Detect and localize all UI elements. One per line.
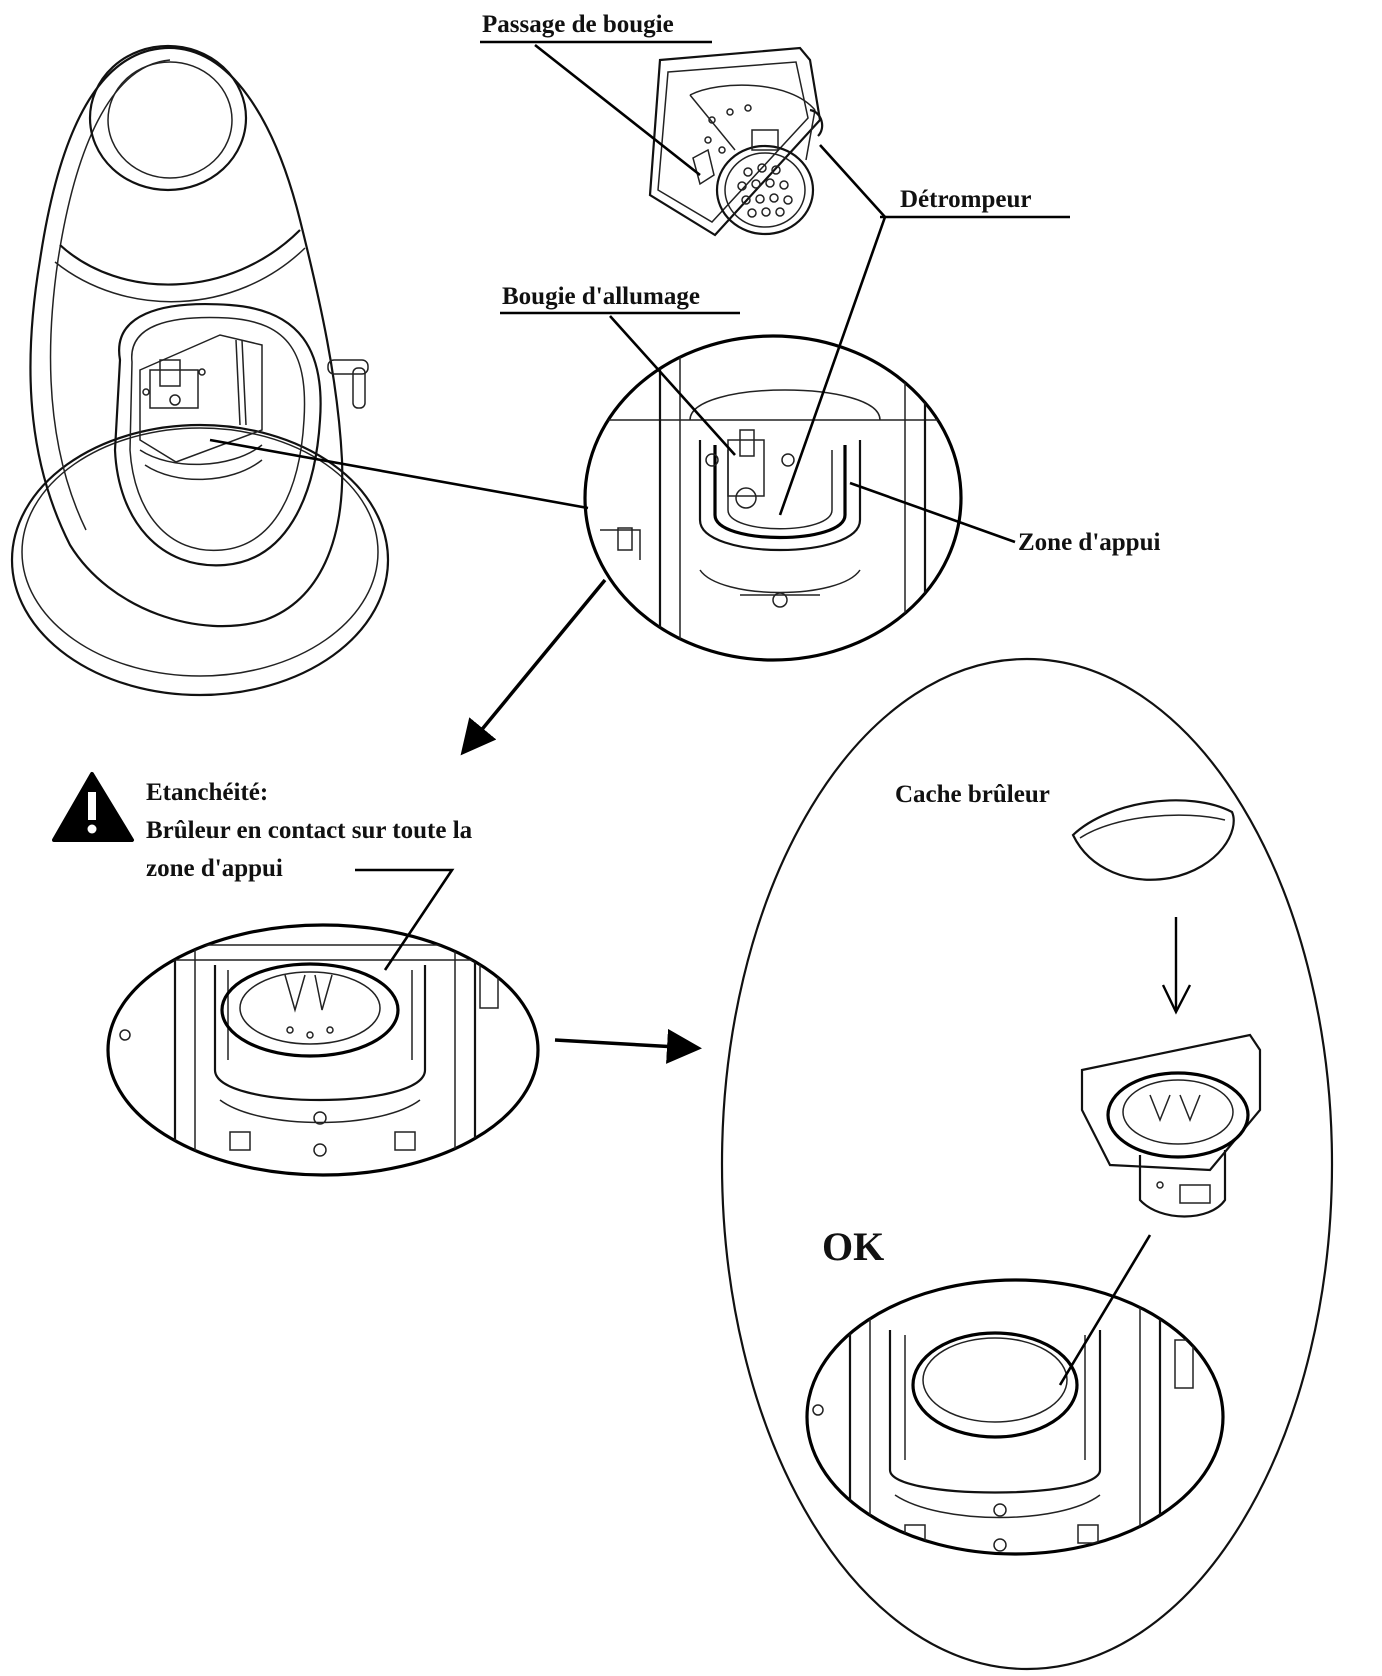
label-detrompeur: Détrompeur [900, 186, 1031, 213]
burner-part-drawing [648, 46, 824, 237]
label-zone-d-appui: Zone d'appui [1018, 529, 1160, 556]
arrow-zoom2-to-assembly [554, 1028, 702, 1064]
burner-cover-drawing [1071, 799, 1235, 881]
zoom-burner-seat [583, 334, 963, 662]
arrow-zoom1-to-zoom2 [460, 578, 607, 756]
label-bougie-d-allumage: Bougie d'allumage [502, 283, 700, 310]
burner-hole-pattern [704, 104, 793, 218]
label-ok: OK [822, 1224, 884, 1269]
flow-arrows [460, 578, 1192, 1064]
label-passage-de-bougie: Passage de bougie [482, 11, 674, 38]
label-cache-bruleur: Cache brûleur [895, 781, 1050, 808]
labels: Passage de bougie Détrompeur Bougie d'al… [146, 11, 1160, 1269]
warning-line-2: Brûleur en contact sur toute la [146, 817, 473, 844]
warning-line-1: Etanchéité: [146, 779, 268, 806]
zoom-sealing [106, 923, 540, 1177]
leader-lines [209, 40, 1152, 1386]
zoom-ok [805, 1278, 1225, 1556]
burner-assembly-drawing [1080, 1033, 1262, 1218]
warning-triangle-icon [52, 772, 134, 842]
assembly-oval [720, 657, 1334, 1671]
stove-drawing [10, 44, 390, 697]
warning-line-3: zone d'appui [146, 855, 283, 882]
